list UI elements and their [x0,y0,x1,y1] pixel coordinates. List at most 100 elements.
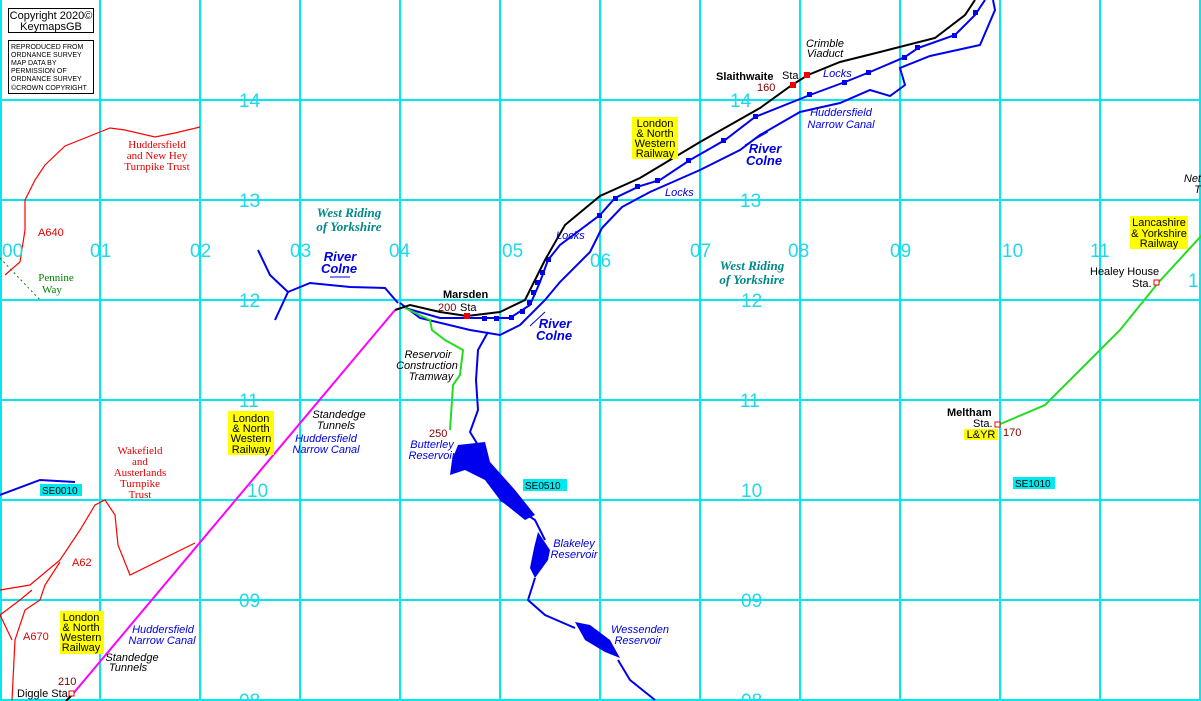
easting-label: 09 [890,241,911,262]
northing-label: 10 [247,481,268,502]
label-backgrounds [40,117,1188,654]
easting-label: 00 [2,241,23,262]
station-name-meltham: Meltham [947,407,992,419]
healey-house-station-marker[interactable] [1153,279,1160,286]
river-colne [0,0,997,701]
easting-label: 01 [90,241,111,262]
easting-label: 04 [389,241,411,262]
height-marker: 210 [58,676,76,688]
flow-arrows [330,131,769,327]
northing-label: 13 [740,191,761,212]
easting-label: 03 [290,241,311,262]
os-notice-box: REPRODUCED FROM ORDNANCE SURVEY MAP DATA… [8,40,94,94]
copyright-line: Copyright 2020© [10,10,93,22]
meltham-branch-line [997,234,1201,426]
pennine-way-path [0,257,41,301]
height-marker: 250 [429,428,447,440]
os-notice-line: MAP DATA BY [11,60,57,67]
lnwr-railway-line [394,0,976,318]
height-marker: 170 [1003,427,1021,439]
copyright-line: KeymapsGB [20,21,82,33]
height-marker: 160 [757,82,775,94]
locks-label: Locks [823,68,852,80]
marsden-station-marker[interactable] [464,313,470,319]
station-name-marsden: Marsden [443,289,489,301]
station-name-slaithwaite: Slaithwaite [716,71,773,83]
os-notice-line: PERMISSION OF [11,68,67,75]
slaithwaite-station-marker[interactable] [790,82,796,88]
northing-label: 11 [740,391,760,412]
standedge-tunnel-line [71,309,396,696]
northing-label: 10 [741,481,762,502]
station-name-healey-house: Healey House [1090,266,1159,278]
easting-label: 1 [1188,271,1199,292]
butterley-reservoir-shape [450,442,535,520]
copyright-box: Copyright 2020© KeymapsGB [8,8,94,33]
station-suffix: Sta [460,302,477,314]
grid-ref-label: SE1010 [1015,479,1051,490]
grid-ref-label: SE0010 [42,486,78,497]
station-name-diggle: Diggle Sta. [17,688,71,700]
crimble-marker [804,72,810,78]
blakeley-reservoir-shape [530,532,550,578]
grid-ref-label: SE0510 [525,481,561,492]
northing-label: 13 [239,191,260,212]
lyr-short-label: L&YR [967,429,996,441]
reservoirs [450,442,620,658]
northing-label: 14 [239,91,261,112]
northing-label: 11 [239,391,259,412]
locks-label: Locks [556,230,585,242]
diggle-station-marker[interactable] [68,690,75,697]
easting-label: 08 [788,241,809,262]
lock-markers [482,10,978,321]
northing-label: 14 [730,91,752,112]
locks-label: Locks [665,187,694,199]
northing-label: 12 [741,291,762,312]
os-notice-line: ORDNANCE SURVEY [11,52,82,59]
road-label-a640: A640 [38,227,64,239]
northing-label: 09 [239,591,260,612]
road-label-a670: A670 [23,631,49,643]
easting-label: 05 [502,241,523,262]
station-suffix: Sta. [1132,278,1152,290]
tramway-line [404,307,465,431]
roads [0,126,201,701]
easting-label: 10 [1002,241,1023,262]
wessenden-reservoir-shape [575,622,620,658]
os-notice-line: ©CROWN COPYRIGHT [11,84,88,92]
northing-label: 08 [741,691,762,701]
os-notice-line: REPRODUCED FROM [11,44,84,51]
os-notice-line: ORDNANCE SURVEY [11,76,82,83]
northing-label: 12 [239,291,260,312]
meltham-station-marker[interactable] [994,421,1001,428]
station-markers [68,72,1160,697]
height-marker: 200 [438,302,456,314]
road-label-a62: A62 [72,557,92,569]
northing-label: 09 [741,591,762,612]
